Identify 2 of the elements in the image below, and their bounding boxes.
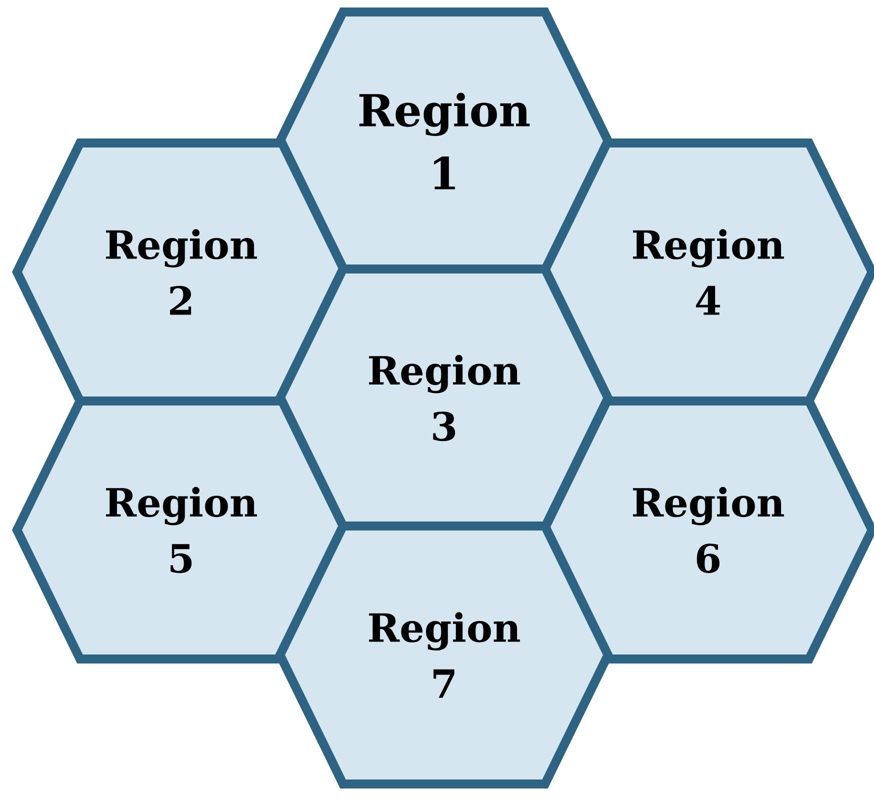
node-label: Region 4: [633, 229, 784, 315]
node-label: Region 6: [633, 486, 784, 574]
